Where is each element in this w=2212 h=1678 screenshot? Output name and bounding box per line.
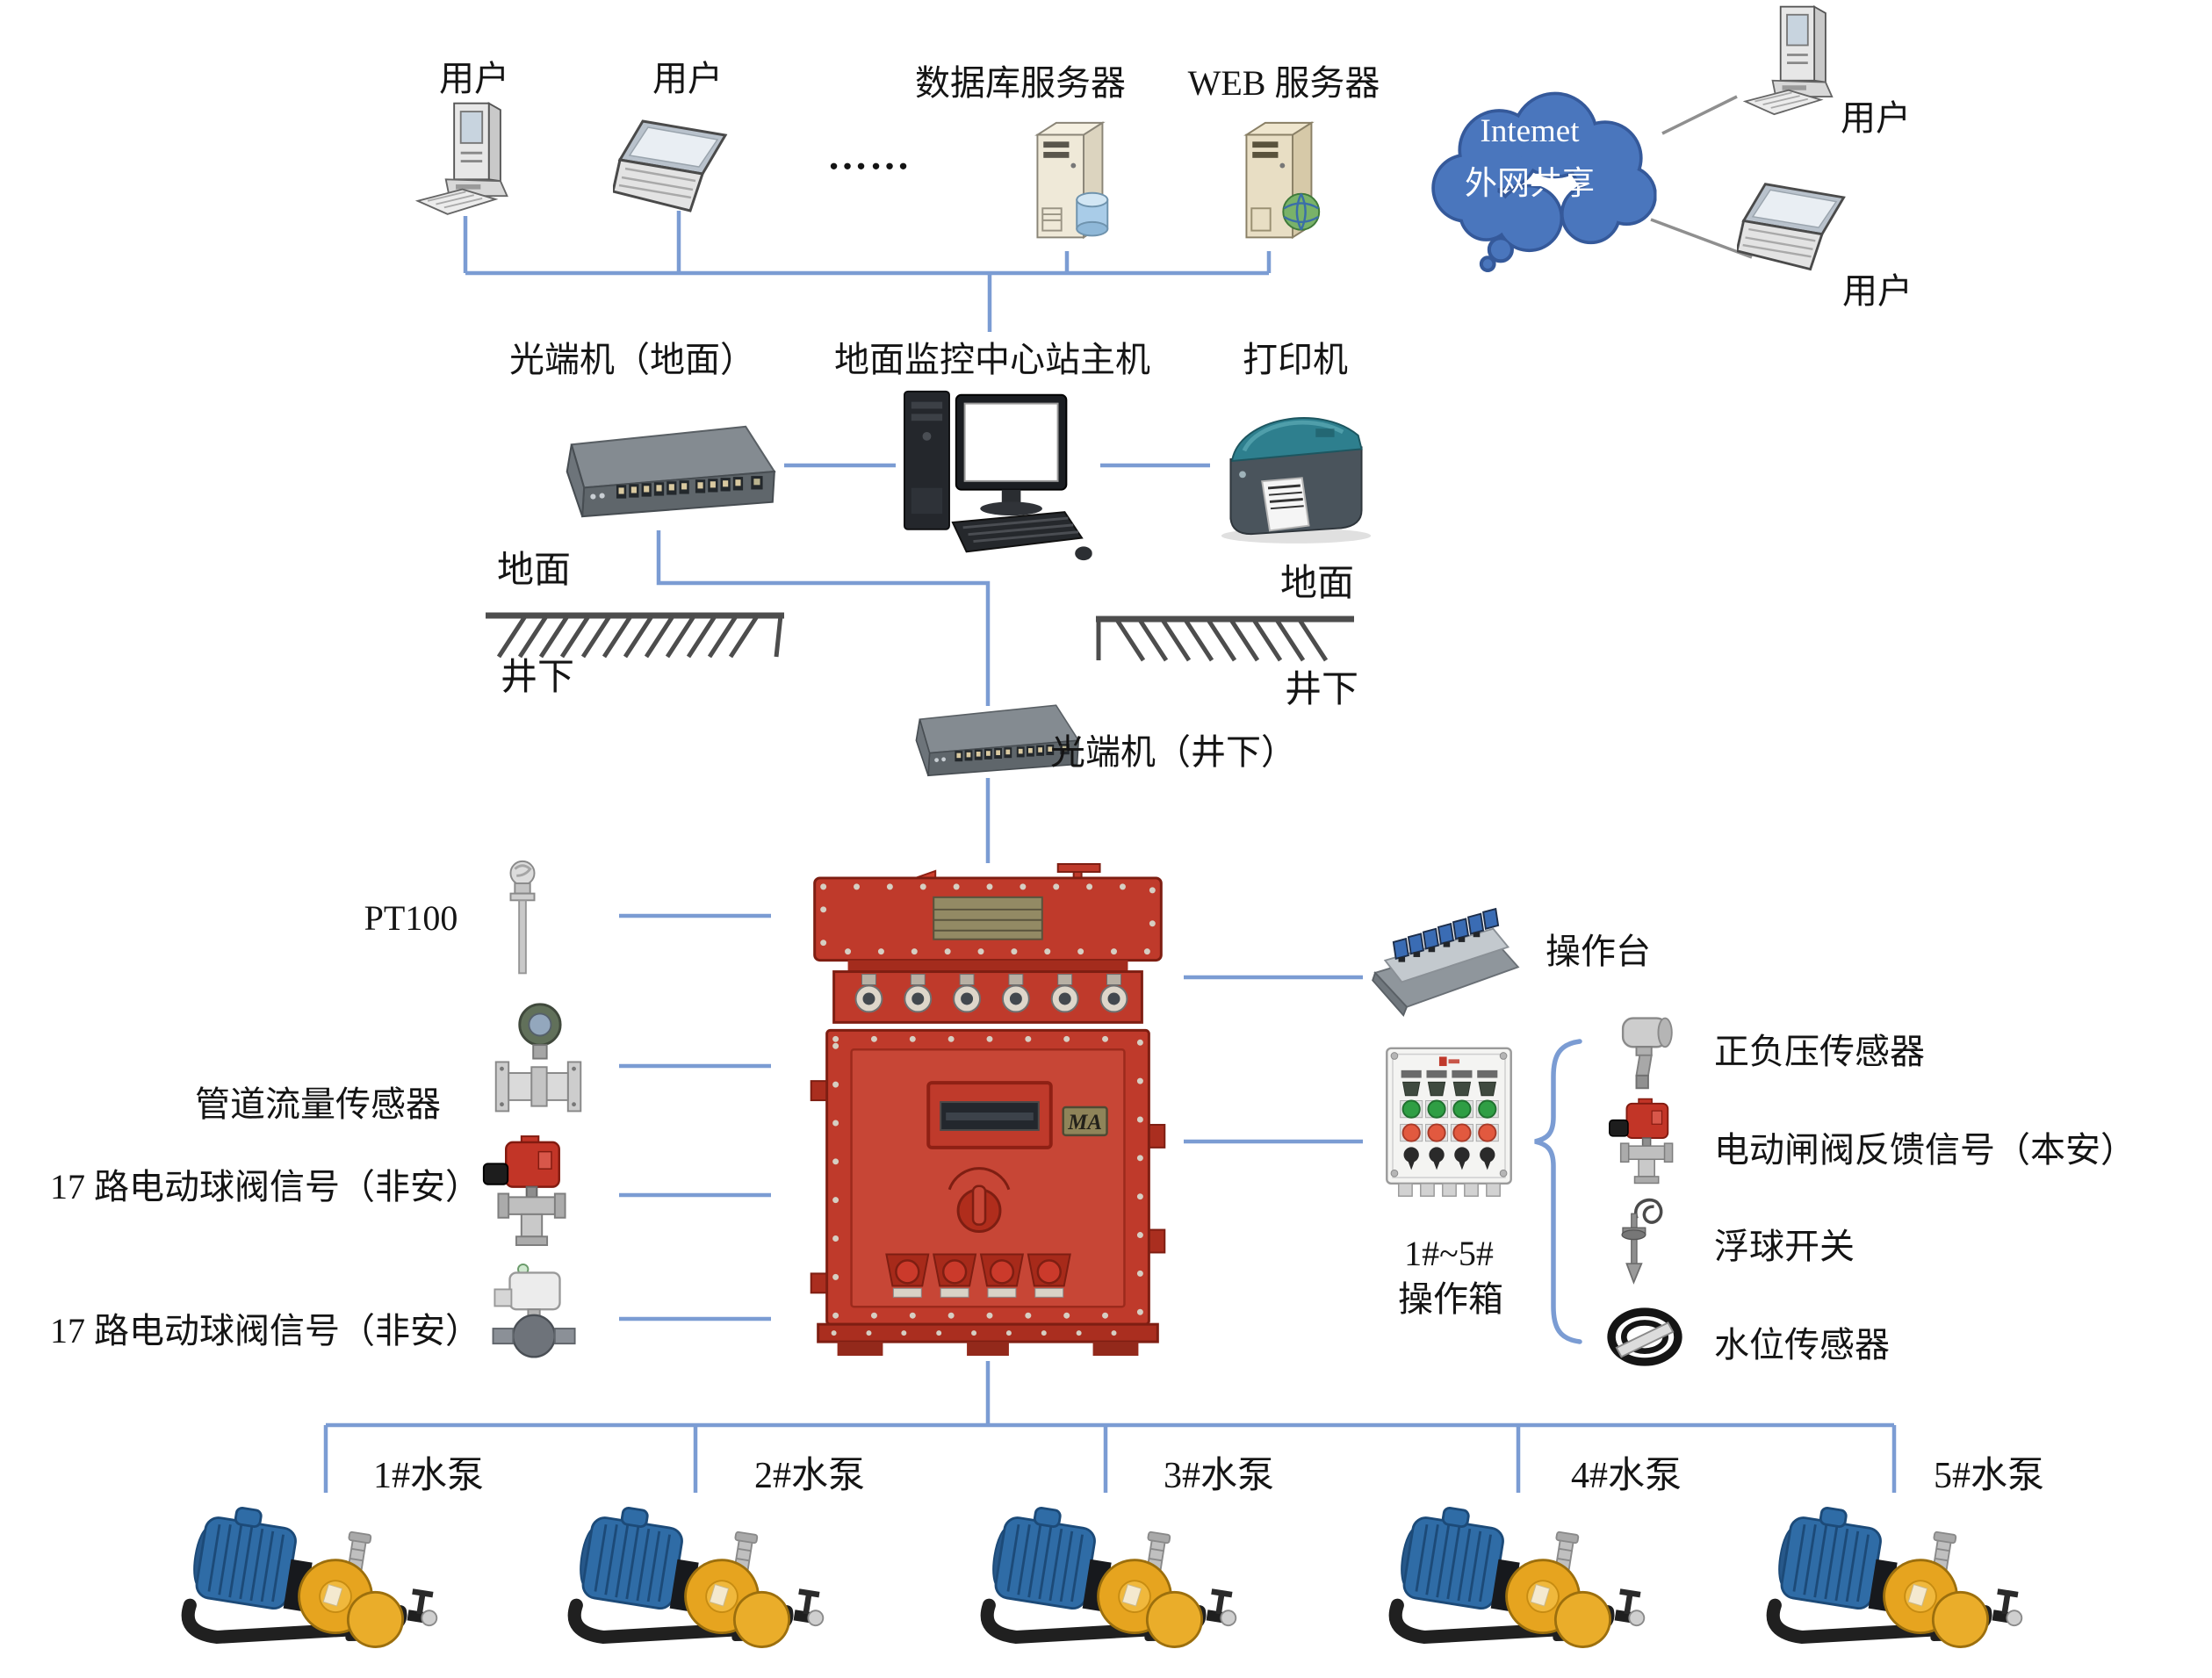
database-server-label: 数据库服务器 (915, 63, 1126, 103)
float-switch-label: 浮球开关 (1714, 1227, 1855, 1266)
monitoring-host-icon (894, 385, 1092, 565)
ma-badge-text: MA (1067, 1111, 1102, 1134)
gate-valve-feedback-label: 电动闸阀反馈信号（本安） (1714, 1130, 2136, 1170)
sensor-group-brace (1534, 1039, 1582, 1344)
ground-right-underground-label: 井下 (1284, 669, 1359, 710)
database-server-icon (1019, 116, 1117, 253)
pressure-sensor-label: 正负压传感器 (1714, 1032, 1925, 1071)
operation-box-label-line1: 1#~5# (1404, 1234, 1494, 1273)
optical-terminal-underground-label: 光端机（井下） (1050, 732, 1296, 772)
web-server-label: WEB 服务器 (1187, 63, 1380, 103)
ellipsis-label: …… (827, 133, 911, 178)
ground-left-underground-label: 井下 (500, 657, 575, 698)
pump-label-4: 4#水泵 (1570, 1455, 1682, 1496)
console-icon (1365, 894, 1525, 1019)
ground-surface-right (1096, 616, 1354, 662)
ball-valve-icon-1 (479, 1134, 586, 1250)
pump-icon-5 (1756, 1491, 2028, 1677)
pt100-icon (492, 859, 553, 982)
ground-left-surface-label: 地面 (496, 550, 572, 591)
user-label-4: 用户 (1842, 271, 1913, 311)
water-level-sensor-label: 水位传感器 (1714, 1325, 1890, 1365)
user-desktop-icon-1 (413, 98, 529, 227)
user-laptop-icon-1 (613, 116, 753, 221)
user-label-2: 用户 (652, 59, 723, 98)
cable-glands (854, 974, 1128, 1013)
gate-valve-icon (1605, 1098, 1689, 1187)
pump-icon-4 (1379, 1491, 1651, 1677)
pt100-label: PT100 (364, 898, 458, 938)
user-label-1: 用户 (439, 59, 509, 98)
pump-label-3: 3#水泵 (1163, 1455, 1275, 1496)
cloud-label-line1: Intemet (1480, 113, 1580, 150)
user-label-3: 用户 (1841, 98, 1911, 138)
valve-signal-label-1: 17 路电动球阀信号（非安） (50, 1167, 480, 1206)
ground-surface-left (486, 612, 784, 659)
pump-icon-1 (171, 1491, 443, 1677)
operation-box-label-line2: 操作箱 (1398, 1279, 1503, 1319)
printer-icon (1215, 397, 1377, 548)
web-server-icon (1228, 116, 1326, 253)
control-buttons (885, 1253, 1071, 1298)
ma-badge (1062, 1105, 1108, 1137)
printer-label: 打印机 (1243, 340, 1348, 379)
monitoring-host-label: 地面监控中心站主机 (834, 340, 1150, 379)
valve-signal-label-2: 17 路电动球阀信号（非安） (50, 1311, 480, 1350)
flow-sensor-label: 管道流量传感器 (195, 1084, 441, 1124)
pump-icon-3 (970, 1491, 1243, 1677)
operation-box-icon (1383, 1045, 1515, 1201)
pump-label-1: 1#水泵 (372, 1455, 485, 1496)
ball-valve-icon-2 (485, 1263, 585, 1363)
water-level-sensor-icon (1603, 1298, 1687, 1377)
cloud-label-line2: 外网共享 (1465, 166, 1595, 203)
console-label: 操作台 (1546, 932, 1651, 971)
optical-terminal-surface-icon (537, 409, 780, 536)
pump-label-5: 5#水泵 (1933, 1455, 2045, 1496)
optical-terminal-surface-label: 光端机（地面） (509, 340, 755, 379)
plc-control-box: MA (795, 862, 1181, 1370)
flow-sensor-icon (487, 999, 589, 1122)
pressure-sensor-icon (1612, 1010, 1681, 1094)
ground-right-surface-label: 地面 (1279, 563, 1355, 604)
user-desktop-icon-2 (1740, 2, 1853, 126)
pump-label-2: 2#水泵 (753, 1455, 866, 1496)
float-switch-icon (1609, 1192, 1679, 1287)
pump-icon-2 (558, 1491, 830, 1677)
